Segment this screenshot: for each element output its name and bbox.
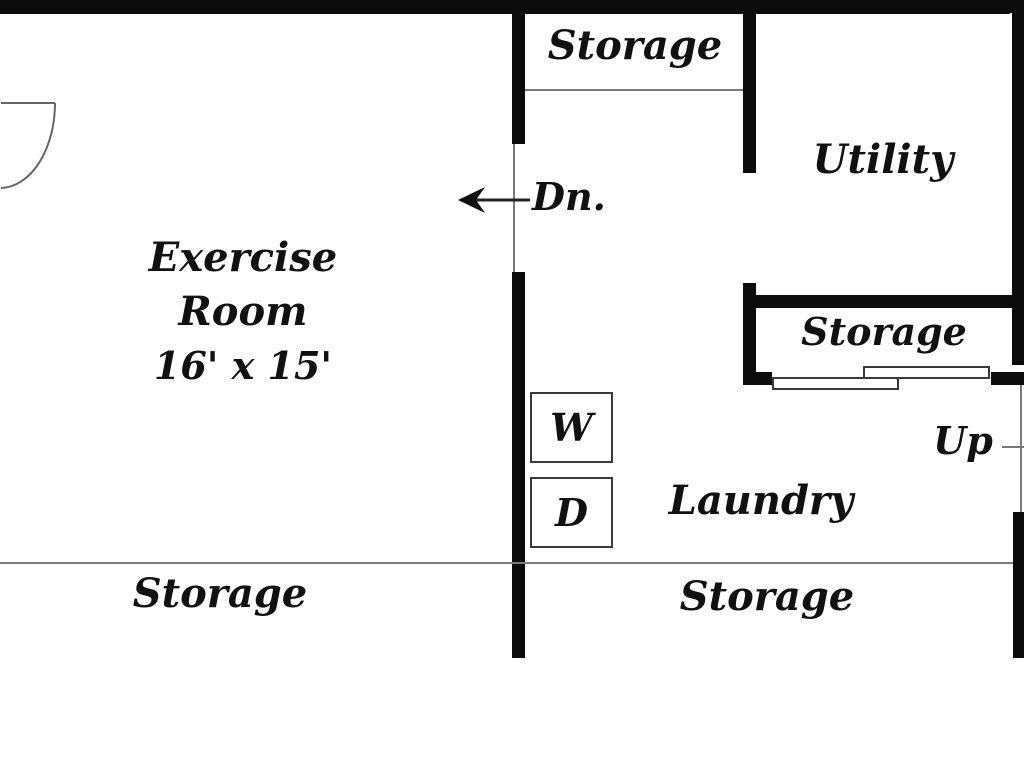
line-stair-opening bbox=[513, 144, 515, 272]
room-label-storage-bottom-right: Storage bbox=[679, 573, 855, 620]
room-label-storage-bottom-left: Storage bbox=[132, 570, 308, 617]
wall-storage-mid-top bbox=[743, 295, 1024, 308]
sliding-door-symbol-lower bbox=[772, 377, 899, 390]
line-up-stair bbox=[1002, 446, 1024, 448]
washer-label: W bbox=[550, 404, 593, 450]
wall-utility-left-upper bbox=[743, 8, 756, 173]
wall-storage-mid-right-stub bbox=[991, 372, 1024, 385]
exercise-label-line1: Exercise bbox=[148, 234, 338, 281]
line-storage-bottom-front bbox=[0, 562, 1013, 564]
exercise-label-line2: Room bbox=[178, 288, 308, 335]
wall-storage-mid-left bbox=[743, 295, 756, 385]
line-storage-top-front bbox=[525, 89, 743, 91]
dryer-box: D bbox=[530, 477, 613, 548]
down-label: Dn. bbox=[532, 174, 606, 219]
wall-right-upper bbox=[1012, 8, 1024, 365]
room-label-storage-mid: Storage bbox=[801, 309, 967, 354]
wall-center-lower bbox=[512, 272, 525, 658]
room-label-storage-top: Storage bbox=[547, 22, 723, 69]
room-label-utility: Utility bbox=[812, 136, 954, 183]
room-label-laundry: Laundry bbox=[668, 477, 854, 524]
wall-storage-mid-left-foot bbox=[743, 372, 772, 385]
dryer-label: D bbox=[555, 489, 588, 535]
door-swing-icon bbox=[0, 102, 56, 189]
down-arrow-icon bbox=[458, 187, 530, 213]
up-label: Up bbox=[933, 418, 993, 463]
wall-right-lower bbox=[1013, 512, 1024, 658]
line-right-opening bbox=[1020, 385, 1022, 512]
washer-box: W bbox=[530, 392, 613, 463]
wall-center-upper bbox=[512, 8, 525, 144]
wall-bottom-exterior bbox=[0, 0, 1010, 14]
sliding-door-symbol-upper bbox=[863, 366, 990, 379]
room-label-exercise: Exercise Room 16' x 15' bbox=[93, 234, 393, 388]
exercise-dimensions-label: 16' x 15' bbox=[153, 343, 333, 388]
